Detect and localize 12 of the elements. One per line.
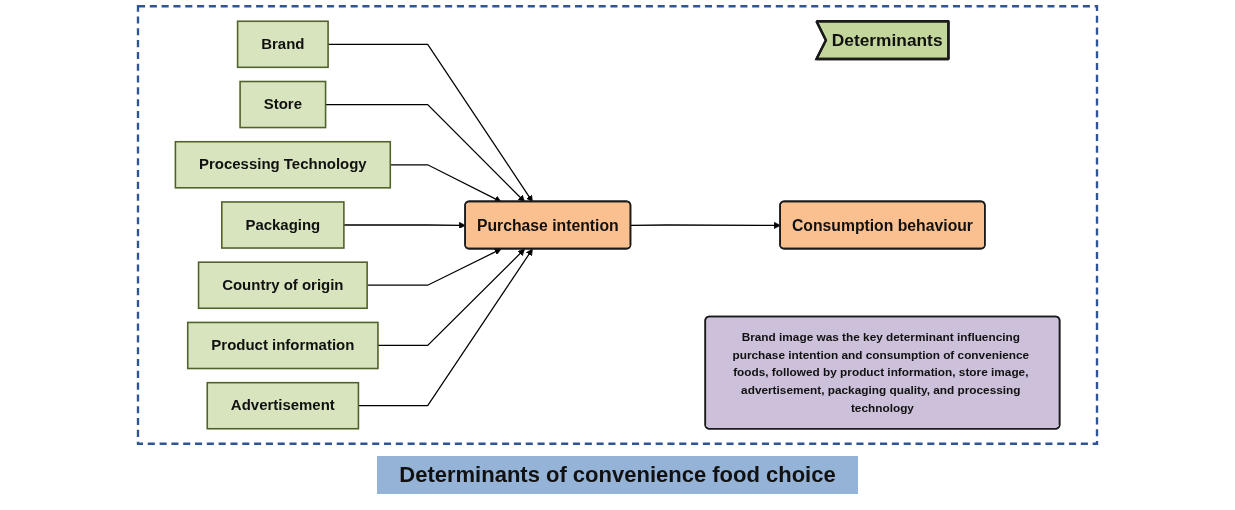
cluster bbox=[136, 5, 1099, 445]
arrow bbox=[630, 221, 781, 229]
node-box: Advertisement bbox=[206, 381, 360, 430]
node-box: Country of origin bbox=[197, 261, 368, 310]
node-box: Product information bbox=[186, 321, 379, 370]
node-box: Brand bbox=[236, 20, 329, 69]
arrow bbox=[377, 248, 525, 347]
node-box: Processing Technology bbox=[174, 140, 392, 189]
arrow bbox=[343, 221, 466, 229]
node-box: Store bbox=[239, 80, 327, 129]
caption: Determinants of convenience food choice bbox=[377, 456, 858, 494]
node-box: Packaging bbox=[221, 201, 345, 249]
